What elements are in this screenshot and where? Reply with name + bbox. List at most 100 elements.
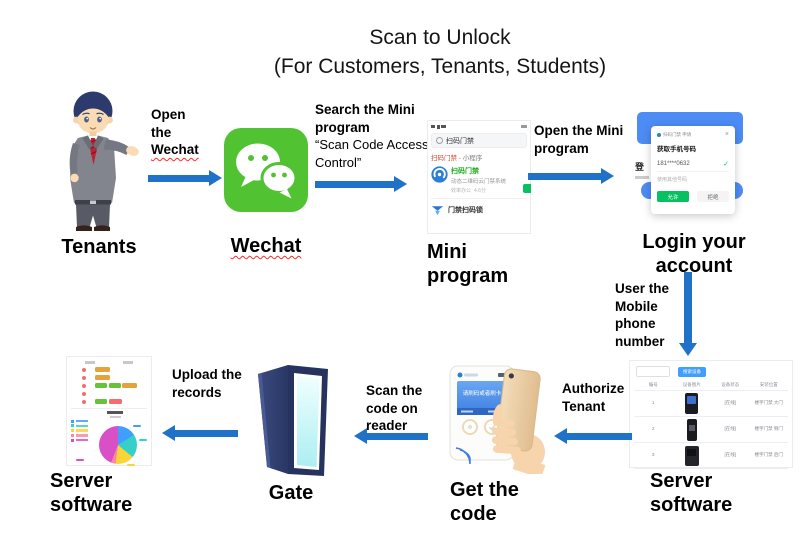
device-table-header: 编号设备图片设备状态安装位置	[634, 382, 788, 391]
deny-button[interactable]: 拒绝	[697, 191, 729, 202]
open-wechat-word: Wechat	[151, 142, 199, 158]
modal-buttons: 允许 拒绝	[657, 191, 729, 202]
tenant-person-illustration	[69, 91, 139, 231]
authorize-text: Authorize Tenant	[562, 381, 625, 414]
modal-header: 扫码门禁 申请 ×	[657, 131, 729, 138]
arrow-search-mini	[315, 175, 407, 193]
server-software-left-label: Server software	[50, 470, 133, 516]
title-line2: (For Customers, Tenants, Students)	[273, 54, 607, 78]
arrow-open-wechat	[148, 169, 222, 187]
app-logo-icon	[431, 166, 448, 183]
record-list-header	[71, 361, 147, 364]
pie-legend	[71, 419, 88, 442]
gate-door-illustration	[258, 365, 328, 476]
pie-label-magenta	[76, 458, 84, 461]
record-dot-icon	[82, 375, 86, 380]
legend-item	[71, 438, 88, 442]
scan-reader-text: Scan the code on reader	[366, 383, 423, 434]
legend-item	[71, 433, 88, 437]
record-row	[71, 390, 147, 398]
scan-reader-illustration: 请刷码或者刷卡	[449, 365, 546, 474]
device-status: [在线]	[724, 452, 736, 458]
mini-program-label: Mini program	[427, 241, 509, 287]
modal-prompt: 获取手机号码	[657, 146, 696, 153]
device-id: 1	[651, 400, 655, 406]
server-software-right-label: Server software	[650, 470, 733, 516]
search-mini-bold: Search the Mini program	[315, 102, 415, 135]
status-tag	[95, 398, 107, 405]
device-table-header-cell: 设备状态	[721, 382, 740, 387]
search-mini-text: Search the Mini program “Scan Code Acces…	[315, 101, 437, 172]
app-name: 扫码门禁	[451, 168, 479, 175]
arrow-open-mini	[528, 167, 614, 185]
record-dot-icon	[82, 383, 86, 388]
device-table-row: 3[在线]楼宇门禁 后门	[634, 443, 788, 469]
login-behind-text: 登	[635, 160, 649, 179]
phone-auth-modal: 扫码门禁 申请 × 获取手机号码 181****0632 ✓ 使用其他号码 允许…	[651, 126, 735, 214]
login-label: Login your account	[642, 231, 746, 277]
title-line1: Scan to Unlock	[369, 26, 511, 49]
status-tag	[108, 398, 122, 405]
allow-button[interactable]: 允许	[657, 191, 689, 202]
device-location: 楼宇门禁 侧门	[754, 426, 783, 432]
search-field[interactable]: 扫码门禁	[431, 133, 527, 148]
phone-number[interactable]: 181****0632	[657, 161, 690, 167]
device-table-header-cell: 安装位置	[759, 382, 778, 387]
record-dot-icon	[82, 399, 86, 404]
open-mini-text: Open the Mini program	[534, 123, 624, 156]
device-search-input[interactable]	[636, 366, 670, 377]
open-wechat-prefix: Open the	[151, 107, 186, 140]
status-bar	[431, 123, 527, 130]
status-tag	[122, 382, 137, 389]
mini-app-result-2[interactable]: 门禁扫码锁	[431, 203, 527, 216]
server-chart-screenshot	[66, 356, 152, 466]
pie-chart	[99, 425, 137, 464]
pie-chart-panel	[71, 410, 147, 467]
pie-label-blue	[133, 424, 141, 427]
record-dot-icon	[82, 391, 86, 396]
legend-item	[71, 424, 88, 428]
app-desc: 动态二维码云门禁系统	[451, 179, 507, 185]
device-photo	[673, 418, 712, 441]
device-id: 2	[651, 426, 655, 432]
use-other-number[interactable]: 使用其他号码	[657, 177, 688, 183]
app-tag-row: 效率办公 4.6分	[451, 188, 486, 194]
search-query: 扫码门禁	[446, 137, 474, 145]
status-tag	[95, 366, 110, 373]
mini-app-result[interactable]: 扫码门禁 动态二维码云门禁系统 效率办公 4.6分	[431, 166, 531, 199]
pie-label-cyan	[139, 438, 147, 441]
wechat-logo-icon	[224, 128, 308, 212]
status-tag	[95, 382, 107, 389]
gate-label: Gate	[268, 482, 314, 504]
pie-title	[107, 410, 123, 418]
mini-app-dot-icon	[657, 132, 661, 137]
arrow-scan-reader	[354, 427, 428, 445]
device-id: 3	[651, 452, 655, 458]
app2-logo-icon	[431, 206, 444, 216]
device-photo	[673, 445, 712, 466]
wechat-label: Wechat	[230, 235, 302, 257]
record-row	[71, 366, 147, 374]
status-tag	[108, 382, 121, 389]
search-icon	[436, 137, 443, 144]
record-row	[71, 382, 147, 390]
phone-number-row[interactable]: 181****0632 ✓	[657, 160, 729, 172]
legend-item	[71, 419, 88, 423]
tenants-label: Tenants	[61, 236, 137, 258]
login-screenshot: 登 扫码门禁 申请 × 获取手机号码 181****0632 ✓ 使用其他号码 …	[630, 104, 756, 230]
device-search-bar: 搜索设备	[636, 366, 788, 377]
arrow-authorize	[554, 427, 632, 445]
enter-button[interactable]	[523, 184, 531, 193]
device-status: [在线]	[724, 400, 736, 406]
device-table-header-cell: 设备图片	[682, 382, 701, 387]
device-search-button[interactable]: 搜索设备	[678, 366, 706, 377]
use-mobile-text: User the Mobile phone number	[615, 281, 670, 349]
device-location: 楼宇门禁 大门	[754, 400, 783, 406]
diagram-title: Scan to Unlock (For Customers, Tenants, …	[80, 24, 800, 82]
legend-item	[71, 429, 88, 433]
close-icon[interactable]: ×	[724, 131, 729, 138]
device-table-row: 1 [在线] 楼宇门禁 大门	[634, 391, 788, 417]
upload-text: Upload the records	[172, 367, 242, 400]
